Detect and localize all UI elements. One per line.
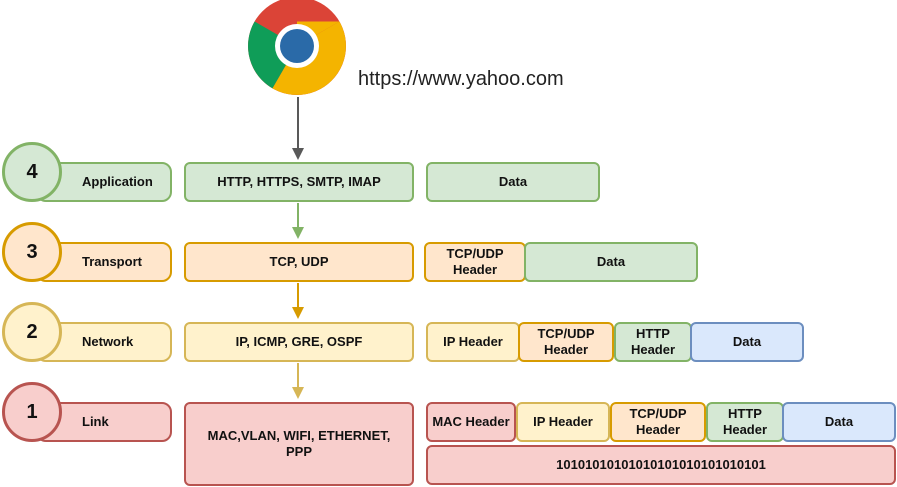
packet-network-http-header: HTTP Header	[614, 322, 692, 362]
layer-number-3: 3	[2, 222, 62, 282]
protocols-application: HTTP, HTTPS, SMTP, IMAP	[184, 162, 414, 202]
protocols-link: MAC,VLAN, WIFI, ETHERNET, PPP	[184, 402, 414, 486]
packet-link-http-header: HTTP Header	[706, 402, 784, 442]
chrome-icon	[248, 0, 346, 95]
protocols-network: IP, ICMP, GRE, OSPF	[184, 322, 414, 362]
protocols-transport: TCP, UDP	[184, 242, 414, 282]
packet-transport-tcp-udp-header: TCP/UDP Header	[424, 242, 526, 282]
packet-link-mac-header: MAC Header	[426, 402, 516, 442]
layer-number-1: 1	[2, 382, 62, 442]
packet-application-data: Data	[426, 162, 600, 202]
arrow-browser-to-application	[292, 97, 304, 160]
url-text: https://www.yahoo.com	[358, 68, 564, 90]
layer-number-4: 4	[2, 142, 62, 202]
arrow-transport-to-network	[292, 283, 304, 319]
packet-transport-data: Data	[524, 242, 698, 282]
packet-network-tcp-udp-header: TCP/UDP Header	[518, 322, 614, 362]
packet-network-data: Data	[690, 322, 804, 362]
packet-link-bits: 10101010101010101010101010101	[426, 445, 896, 485]
packet-network-ip-header: IP Header	[426, 322, 520, 362]
packet-link-data: Data	[782, 402, 896, 442]
layer-number-2: 2	[2, 302, 62, 362]
arrow-network-to-link	[292, 363, 304, 399]
arrow-application-to-transport	[292, 203, 304, 239]
packet-link-ip-header: IP Header	[516, 402, 610, 442]
packet-link-tcp-udp-header: TCP/UDP Header	[610, 402, 706, 442]
